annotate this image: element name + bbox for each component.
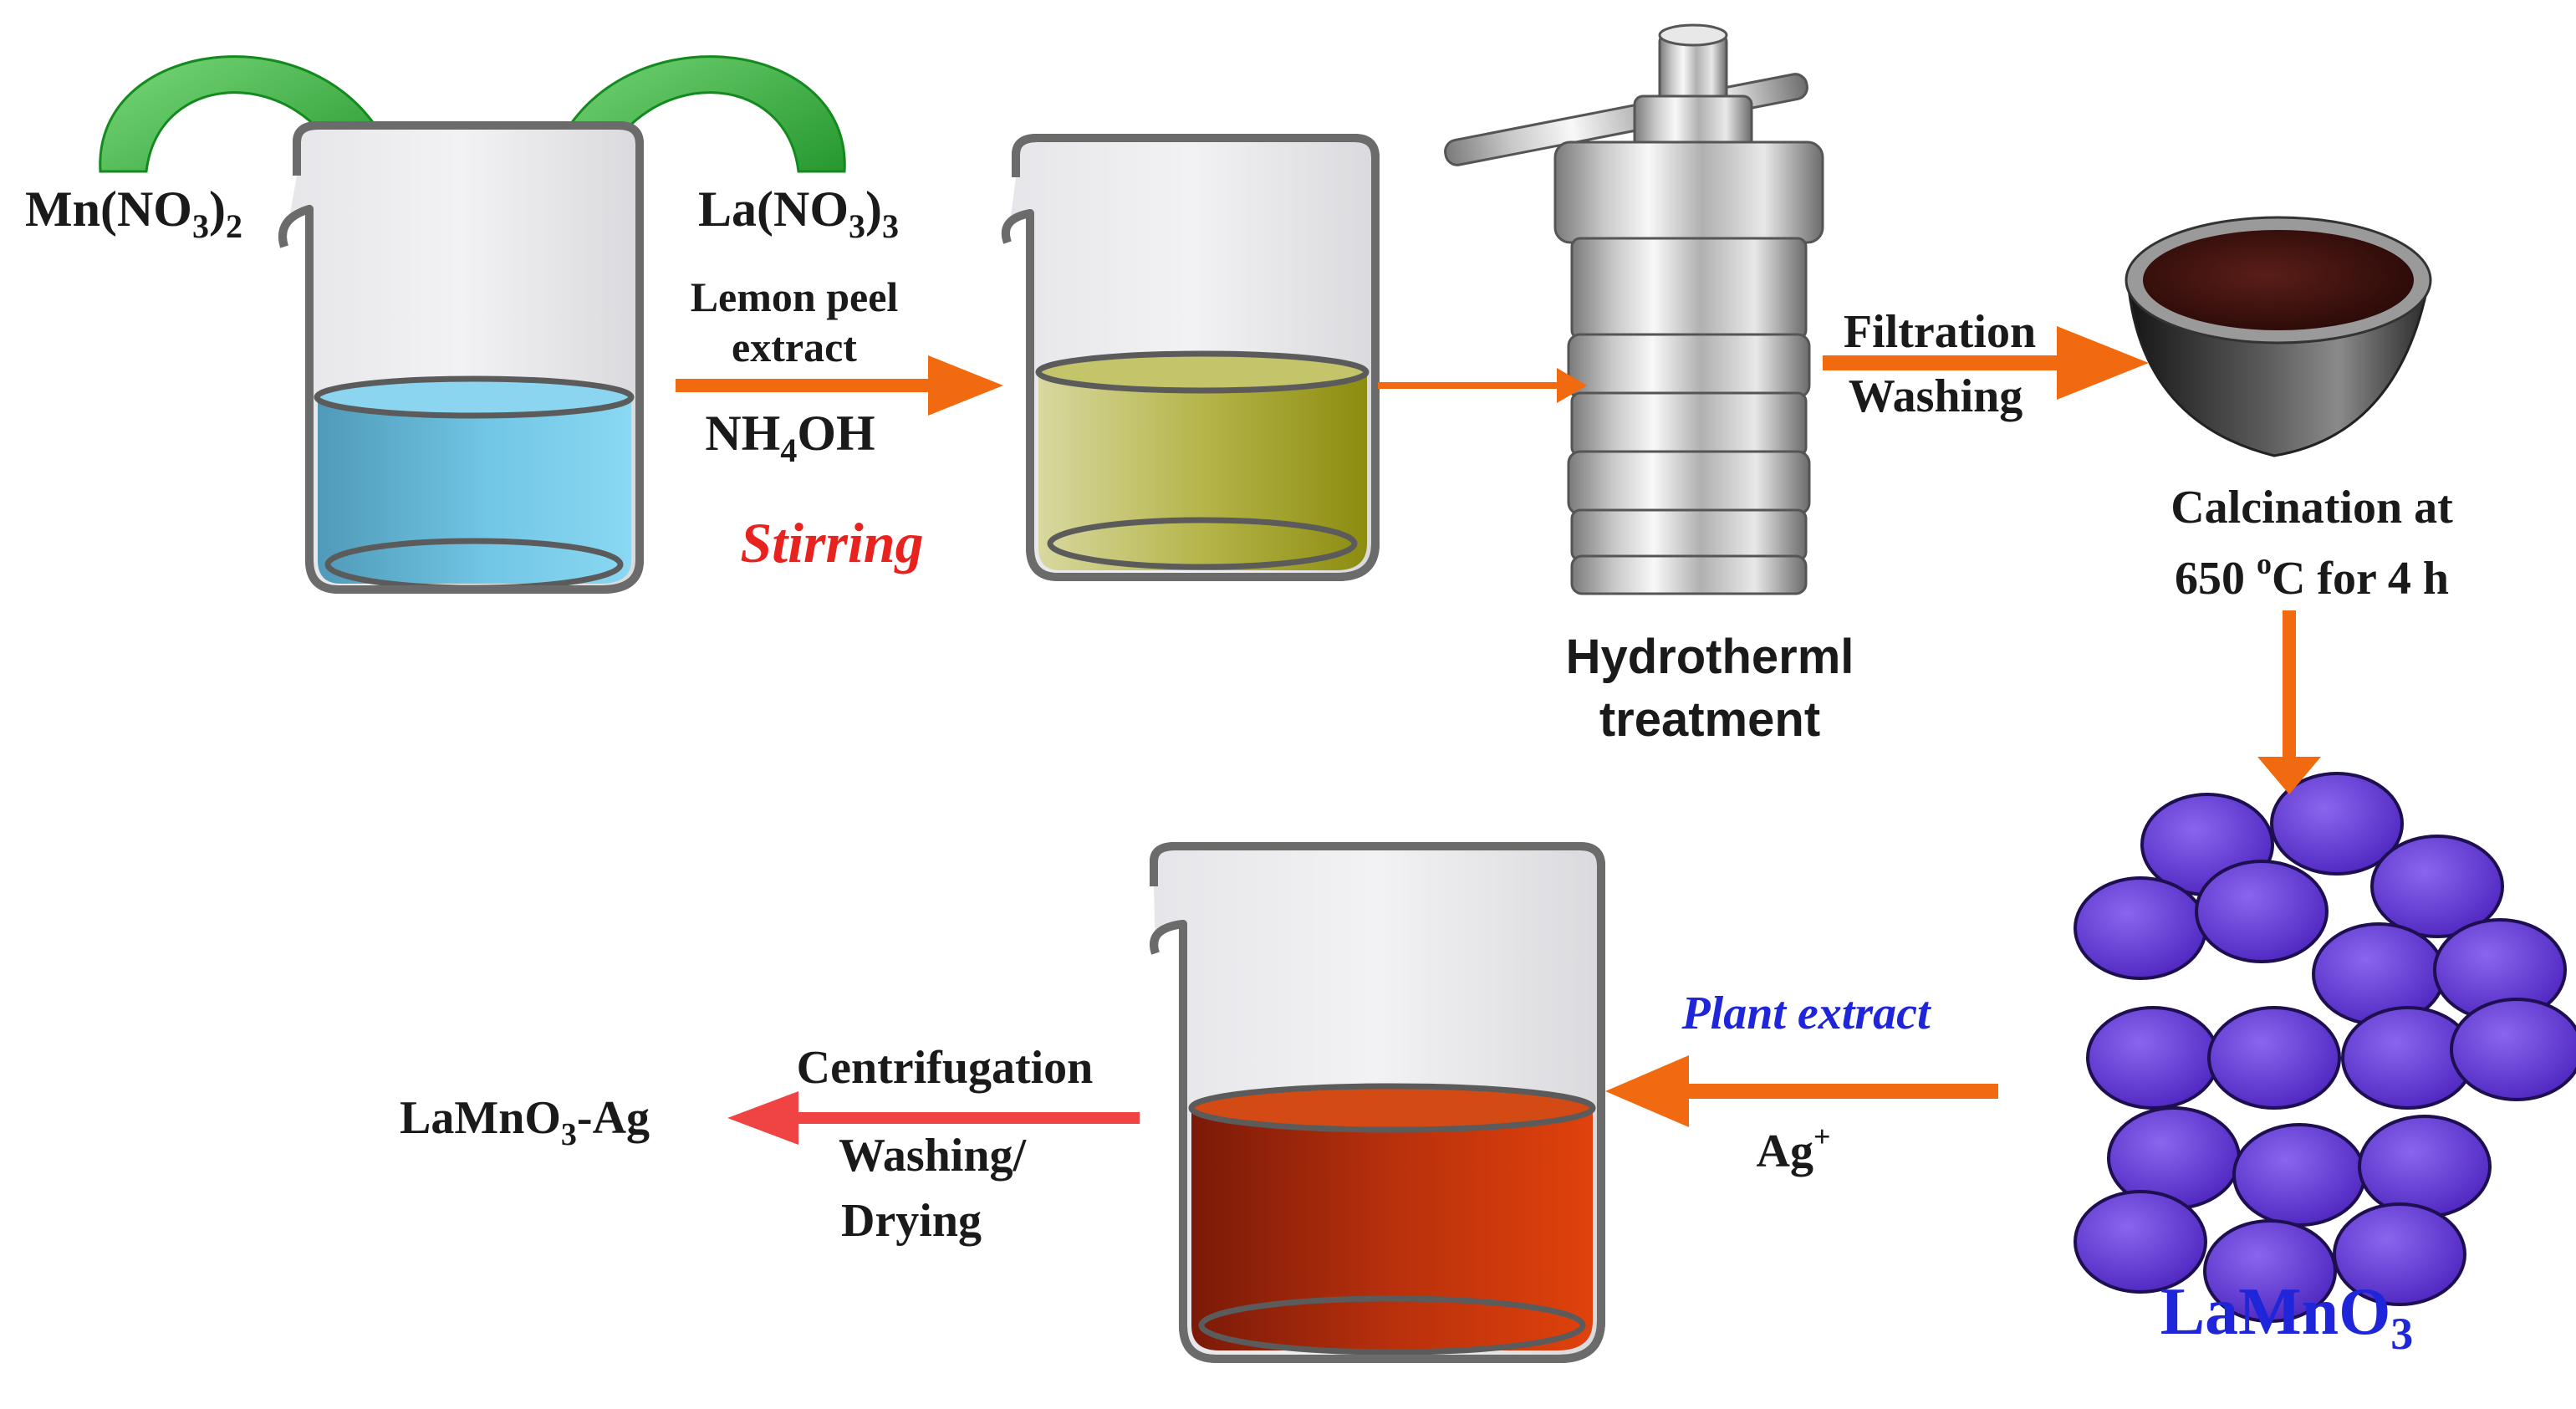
particle-11 [2450,998,2576,1101]
nh4oh-label: NH4OH [705,406,875,469]
autoclave-icon [1444,23,1824,595]
particle-17 [2333,1202,2466,1306]
final-product-label: LaMnO3-Ag [400,1092,650,1152]
autoclave-label-line2: treatment [1599,692,1820,747]
calcination-label-line2: 650 oC for 4 h [2175,547,2449,605]
particle-13 [2232,1123,2366,1227]
crucible-icon [2125,216,2432,457]
calcination-label-line1: Calcination at [2170,482,2453,533]
mn-nitrate-label: Mn(NO3)2 [25,181,242,245]
arrow-calcination-down-icon [2257,610,2321,794]
stirring-label: Stirring [740,511,923,574]
lamno3-particle-cluster [2074,772,2576,1323]
particle-15 [2074,1190,2207,1294]
extract-label: extract [732,324,857,370]
particle-14 [2358,1115,2492,1218]
la-nitrate-label: La(NO3)3 [698,181,899,245]
beaker-blue [278,121,644,594]
arrow-to-autoclave-icon [1378,368,1587,403]
beaker-olive [1001,134,1380,581]
washing-slash-label: Washing/ [839,1130,1028,1182]
plant-extract-label: Plant extract [1681,988,1931,1039]
particle-5 [2195,860,2329,963]
lamno3-product-label: LaMnO3 [2160,1275,2414,1359]
arrow-final-icon [727,1091,1140,1145]
centrifugation-label: Centrifugation [797,1042,1094,1094]
particle-4 [2074,876,2207,980]
beaker-red [1150,842,1605,1363]
washing-label: Washing [1849,370,2023,422]
arrow-filtration-icon [1823,326,2149,400]
drying-label: Drying [841,1195,982,1247]
particle-9 [2207,1006,2341,1110]
arrow-stirring-icon [676,355,1003,416]
particle-3 [2370,835,2504,938]
autoclave-label-line1: Hydrotherml [1566,630,1854,684]
particle-8 [2086,1006,2220,1110]
filtration-label: Filtration [1844,306,2036,358]
lemon-peel-label: Lemon peel [691,273,899,320]
particle-2 [2270,772,2404,876]
silver-ion-label: Ag+ [1757,1120,1831,1177]
particle-16 [2203,1219,2337,1323]
arrow-plant-extract-icon [1605,1055,1998,1127]
